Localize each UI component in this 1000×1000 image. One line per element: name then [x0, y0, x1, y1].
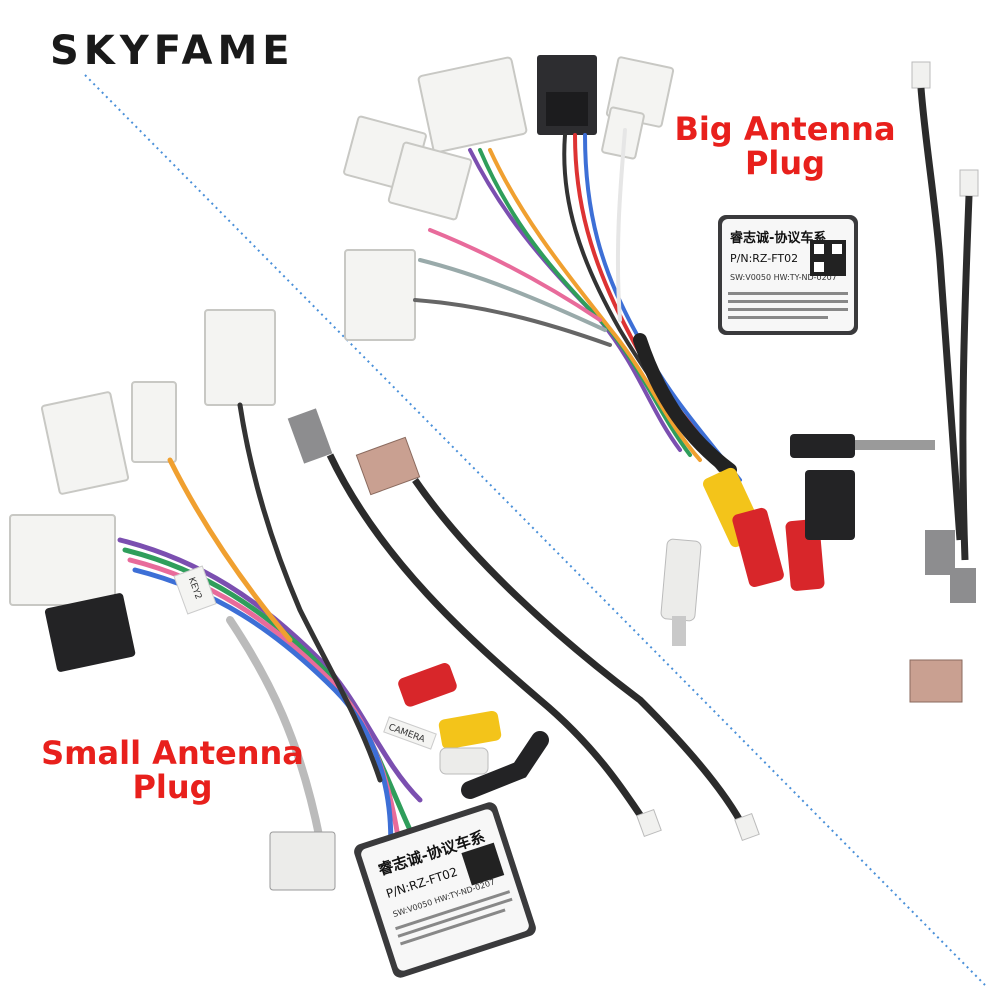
small-antenna-label-line1: Small Antenna	[41, 734, 304, 772]
camera-tag: CAMERA	[383, 716, 437, 750]
big-antenna-label-line1: Big Antenna	[674, 110, 896, 148]
module-fw-top: SW:V0050 HW:TY-ND-0207	[730, 273, 837, 282]
module-box-top: 睿志诚-协议车系 P/N:RZ-FT02 SW:V0050 HW:TY-ND-0…	[718, 215, 858, 335]
big-antenna-label: Big Antenna Plug	[665, 112, 905, 180]
brand-logo: SKYFAME	[50, 28, 295, 74]
module-pn-top: P/N:RZ-FT02	[730, 252, 798, 265]
module-box-bottom: 睿志诚-协议车系 P/N:RZ-FT02 SW:V0050 HW:TY-ND-0…	[354, 802, 536, 978]
extension-cables-right	[909, 61, 979, 703]
small-antenna-label: Small Antenna Plug	[30, 736, 315, 804]
module-title-top: 睿志诚-协议车系	[730, 230, 826, 246]
key-tag: KEY2	[173, 565, 217, 615]
small-harness: 睿志诚-协议车系 P/N:RZ-FT02 SW:V0050 HW:TY-ND-0…	[9, 309, 549, 978]
small-antenna-label-line2: Plug	[132, 768, 213, 806]
big-harness: 睿志诚-协议车系 P/N:RZ-FT02 SW:V0050 HW:TY-ND-0…	[343, 55, 935, 646]
big-antenna-label-line2: Plug	[744, 144, 826, 182]
extension-cables-middle	[287, 408, 760, 842]
